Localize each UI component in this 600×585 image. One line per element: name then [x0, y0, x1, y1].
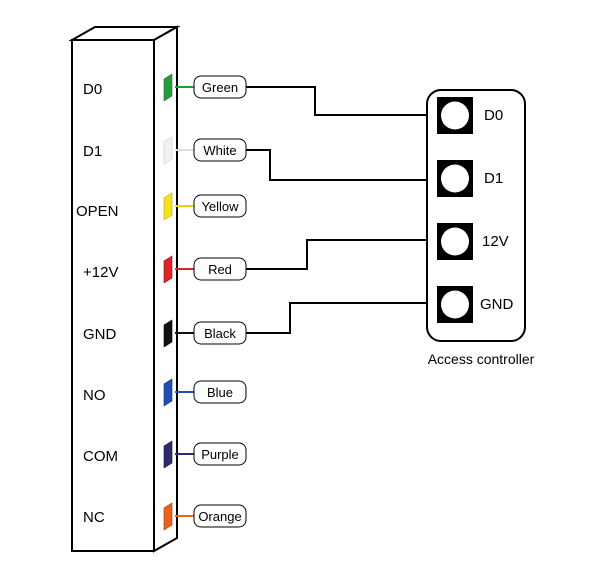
terminal-12v-label: 12V: [482, 233, 509, 250]
connector-black: [163, 319, 173, 348]
wire-black-to-gnd: [246, 302, 437, 334]
connector-yellow: [163, 192, 173, 221]
access-controller: D0 D1 12V GND Access controller: [426, 89, 535, 367]
pin-label-com: COM: [83, 448, 118, 465]
wire-label-white: White: [203, 143, 236, 158]
terminal-d0-screw: [441, 101, 469, 130]
connector-green: [163, 73, 173, 102]
pin-label-no: NO: [83, 387, 106, 404]
wire-label-red: Red: [208, 262, 232, 277]
terminal-gnd-label: GND: [480, 296, 514, 313]
controller-box: [426, 89, 526, 342]
wire-label-green: Green: [202, 80, 238, 95]
wire-stubs: [163, 73, 194, 531]
connector-purple: [163, 440, 173, 469]
reader-body: [68, 25, 181, 553]
wire-label-box-yellow: [193, 194, 247, 218]
connector-red: [163, 255, 173, 284]
connector-white: [163, 136, 173, 165]
wire-label-blue: Blue: [207, 385, 233, 400]
reader-pin-labels: D0 D1 OPEN +12V GND NO COM NC: [76, 81, 119, 526]
terminal-d1-label: D1: [484, 170, 503, 187]
terminal-12v-screw: [441, 227, 469, 256]
wire-labels: Green White Yellow Red Black Blue Purple…: [193, 75, 247, 528]
wire-green-to-d0: [246, 86, 437, 116]
pin-label-gnd: GND: [83, 326, 117, 343]
connector-blue: [163, 378, 173, 407]
controller-caption: Access controller: [428, 351, 535, 367]
wire-red-to-12v: [246, 239, 437, 270]
connector-orange: [163, 502, 173, 531]
terminal-d1-screw: [441, 164, 469, 193]
connection-wires: [246, 86, 437, 334]
reader-side-face: [153, 25, 178, 553]
wire-white-to-d1: [246, 149, 437, 181]
wire-label-purple: Purple: [201, 447, 239, 462]
pin-label-nc: NC: [83, 509, 105, 526]
pin-label-d0: D0: [83, 81, 102, 98]
wire-label-yellow: Yellow: [201, 199, 239, 214]
wire-label-box-purple: [193, 442, 247, 466]
pin-label-open: OPEN: [76, 203, 119, 220]
pin-label-d1: D1: [83, 143, 102, 160]
wire-label-black: Black: [204, 326, 236, 341]
wire-label-box-orange: [193, 504, 247, 528]
reader-front-face: [71, 39, 155, 552]
terminal-gnd-screw: [441, 290, 469, 319]
pin-label-12v: +12V: [83, 264, 118, 281]
terminal-d0-label: D0: [484, 107, 503, 124]
wire-label-orange: Orange: [198, 509, 241, 524]
wire-label-box-blue: [193, 380, 247, 404]
